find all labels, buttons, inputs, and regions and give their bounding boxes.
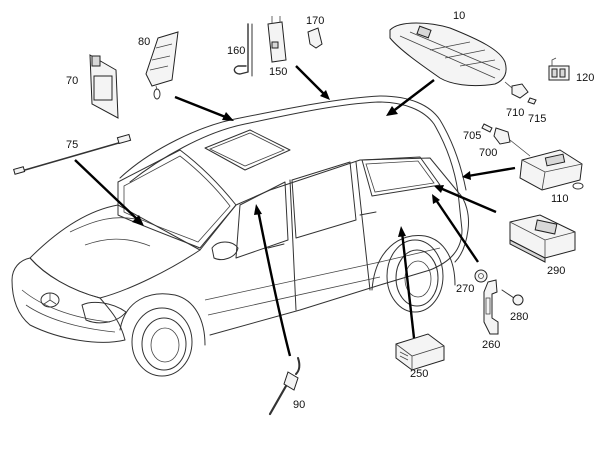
- part-110-control-unit: [519, 149, 584, 191]
- part-170-clip: [307, 27, 323, 49]
- part-260-bracket: [483, 279, 499, 335]
- callout-270: 270: [456, 283, 475, 295]
- part-290-control-unit: [509, 214, 576, 263]
- part-120-connector: [548, 57, 570, 81]
- callout-160: 160: [227, 45, 246, 57]
- callout-705: 705: [463, 130, 482, 142]
- callout-280: 280: [510, 311, 529, 323]
- callout-80: 80: [138, 36, 151, 48]
- part-270-nut: [474, 269, 488, 283]
- part-250-control-unit: [395, 333, 445, 371]
- part-80-bracket: [145, 31, 179, 100]
- callout-710: 710: [506, 107, 525, 119]
- callout-170: 170: [306, 15, 325, 27]
- callout-700: 700: [479, 147, 498, 159]
- callout-110: 110: [551, 193, 569, 205]
- part-75-cable: [13, 133, 132, 175]
- callout-75: 75: [66, 139, 79, 151]
- part-10-overhead-panel: [389, 22, 507, 87]
- part-700-connector: [493, 127, 531, 157]
- callout-90: 90: [293, 399, 306, 411]
- pointer-arrows: [74, 65, 516, 357]
- callout-290: 290: [547, 265, 566, 277]
- part-70-module-bracket: [89, 54, 119, 119]
- part-710-connector: [504, 81, 529, 99]
- callout-70: 70: [66, 75, 79, 87]
- part-90-antenna-connector: [268, 357, 301, 416]
- part-705-pin: [481, 123, 493, 133]
- callout-120: 120: [576, 72, 595, 84]
- callout-260: 260: [482, 339, 501, 351]
- callout-250: 250: [410, 368, 429, 380]
- car-body: [11, 95, 469, 377]
- callout-10: 10: [453, 10, 466, 22]
- part-150-module: [267, 16, 287, 63]
- part-160-bracket: [233, 23, 253, 77]
- part-715-pin: [527, 97, 537, 105]
- callout-715: 715: [528, 113, 547, 125]
- callout-150: 150: [269, 66, 288, 78]
- part-280-bolt: [501, 289, 524, 306]
